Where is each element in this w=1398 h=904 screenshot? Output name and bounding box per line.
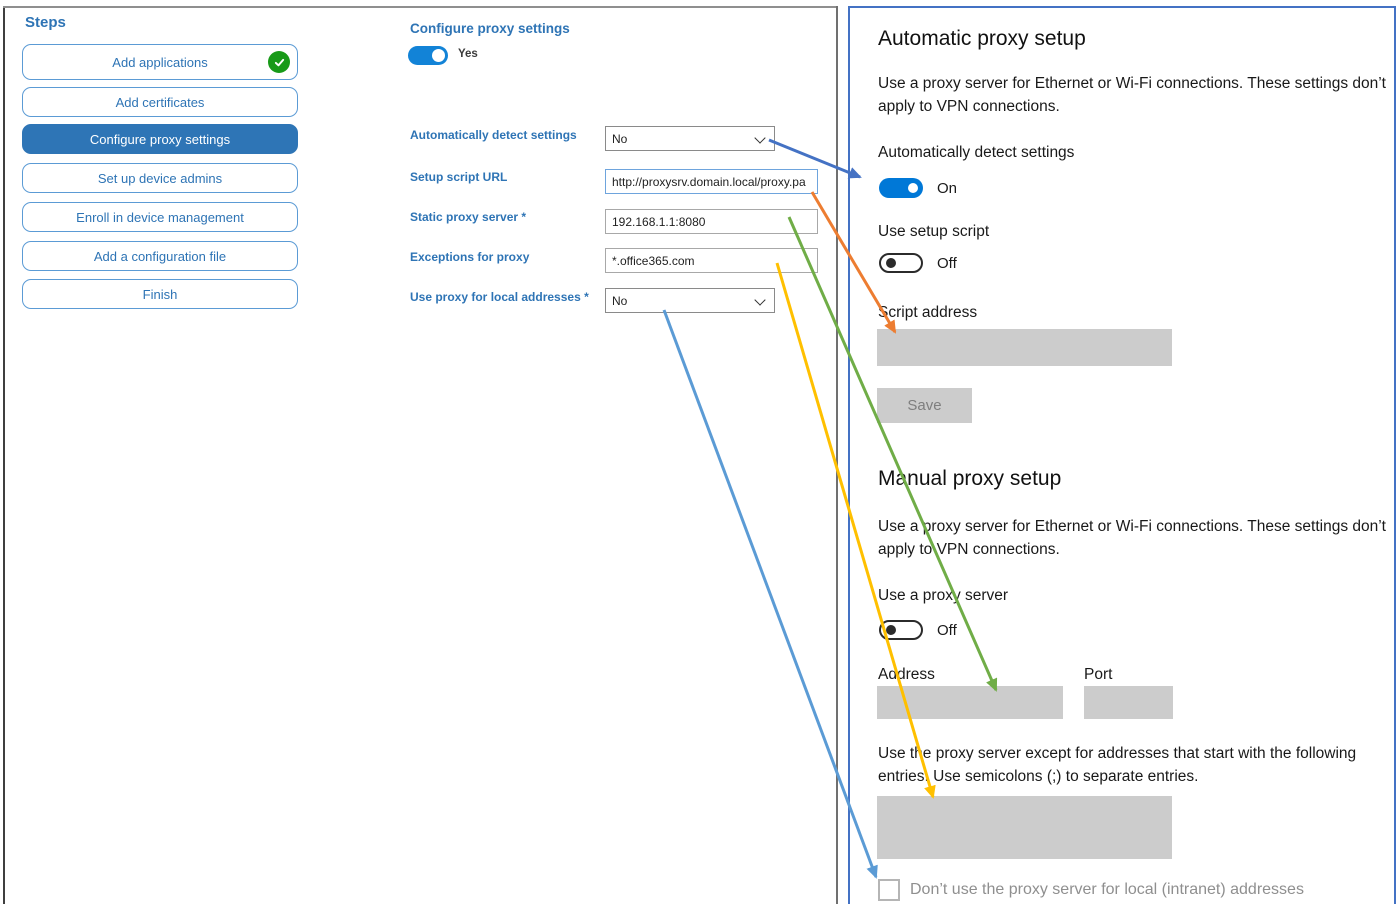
auto-detect-settings-state: On <box>937 180 958 197</box>
exceptions-for-proxy-input[interactable]: *.office365.com <box>605 248 818 273</box>
local-addresses-checkbox[interactable] <box>878 879 900 901</box>
use-a-proxy-server-state: Off <box>937 622 957 639</box>
automatic-proxy-setup-heading: Automatic proxy setup <box>878 27 1086 50</box>
proxy-exceptions-textarea[interactable] <box>877 796 1172 859</box>
step-label: Finish <box>142 286 178 302</box>
chevron-down-icon <box>754 132 766 144</box>
local-addresses-checkbox-label: Don’t use the proxy server for local (in… <box>910 881 1304 898</box>
toggle-knob <box>432 49 445 62</box>
panel-separator-line <box>836 6 838 904</box>
configure-proxy-toggle[interactable] <box>408 46 448 65</box>
top-border-line <box>3 6 836 8</box>
field-label-automatically-detect-settings: Automatically detect settings <box>410 128 577 142</box>
configure-proxy-toggle-state: Yes <box>458 48 478 60</box>
use-setup-script-toggle[interactable] <box>879 253 923 273</box>
toggle-knob <box>908 183 918 193</box>
proxy-exceptions-description: Use the proxy server except for addresse… <box>878 745 1357 785</box>
steps-title: Steps <box>25 14 66 31</box>
field-label-setup-script-url: Setup script URL <box>410 170 508 184</box>
sidebar-item-set-up-device-admins[interactable]: Set up device admins <box>22 163 298 193</box>
save-button[interactable]: Save <box>877 388 972 423</box>
address-label: Address <box>878 666 935 683</box>
script-address-input[interactable] <box>877 329 1172 366</box>
toggle-knob <box>886 258 896 268</box>
script-address-label: Script address <box>878 304 978 321</box>
auto-detect-settings-toggle[interactable] <box>879 178 923 198</box>
use-setup-script-label: Use setup script <box>878 223 990 240</box>
static-proxy-server-input[interactable]: 192.168.1.1:8080 <box>605 209 818 234</box>
left-border-line <box>3 6 5 904</box>
address-input[interactable] <box>877 686 1063 719</box>
completed-check-icon <box>268 51 290 73</box>
manual-proxy-description: Use a proxy server for Ethernet or Wi-Fi… <box>878 518 1386 558</box>
arrow-local-addresses-mapping <box>662 309 878 879</box>
windows-proxy-settings-panel: Automatic proxy setup Use a proxy server… <box>848 6 1396 904</box>
sidebar-item-add-certificates[interactable]: Add certificates <box>22 87 298 117</box>
step-label: Configure proxy settings <box>89 131 231 147</box>
field-label-use-proxy-for-local-addresses: Use proxy for local addresses * <box>410 290 589 304</box>
input-value: 192.168.1.1:8080 <box>612 214 706 229</box>
sidebar-item-finish[interactable]: Finish <box>22 279 298 309</box>
manual-proxy-setup-heading: Manual proxy setup <box>878 467 1062 490</box>
use-a-proxy-server-toggle[interactable] <box>879 620 923 640</box>
use-setup-script-state: Off <box>937 255 957 272</box>
step-label: Enroll in device management <box>76 209 244 225</box>
step-label: Set up device admins <box>97 170 223 186</box>
dropdown-value: No <box>612 293 628 308</box>
field-label-exceptions-for-proxy: Exceptions for proxy <box>410 250 530 264</box>
automatically-detect-settings-dropdown[interactable]: No <box>605 126 775 151</box>
setup-script-url-input[interactable]: http://proxysrv.domain.local/proxy.pa <box>605 169 818 194</box>
sidebar-item-configure-proxy-settings[interactable]: Configure proxy settings <box>22 124 298 154</box>
use-proxy-for-local-addresses-dropdown[interactable]: No <box>605 288 775 313</box>
auto-detect-settings-label: Automatically detect settings <box>878 144 1075 161</box>
sidebar-item-add-applications[interactable]: Add applications <box>22 44 298 80</box>
port-input[interactable] <box>1084 686 1173 719</box>
input-value: *.office365.com <box>612 253 695 268</box>
step-label: Add applications <box>112 54 208 70</box>
sidebar-item-add-a-configuration-file[interactable]: Add a configuration file <box>22 241 298 271</box>
step-label: Add certificates <box>115 94 205 110</box>
input-value: http://proxysrv.domain.local/proxy.pa <box>612 174 806 189</box>
use-a-proxy-server-label: Use a proxy server <box>878 587 1009 604</box>
port-label: Port <box>1084 666 1113 683</box>
dropdown-value: No <box>612 131 628 146</box>
automatic-proxy-description: Use a proxy server for Ethernet or Wi-Fi… <box>878 75 1386 115</box>
form-title: Configure proxy settings <box>410 21 570 36</box>
chevron-down-icon <box>754 294 766 306</box>
toggle-knob <box>886 625 896 635</box>
sidebar-item-enroll-in-device-management[interactable]: Enroll in device management <box>22 202 298 232</box>
step-label: Add a configuration file <box>93 248 227 264</box>
field-label-static-proxy-server: Static proxy server * <box>410 210 527 224</box>
